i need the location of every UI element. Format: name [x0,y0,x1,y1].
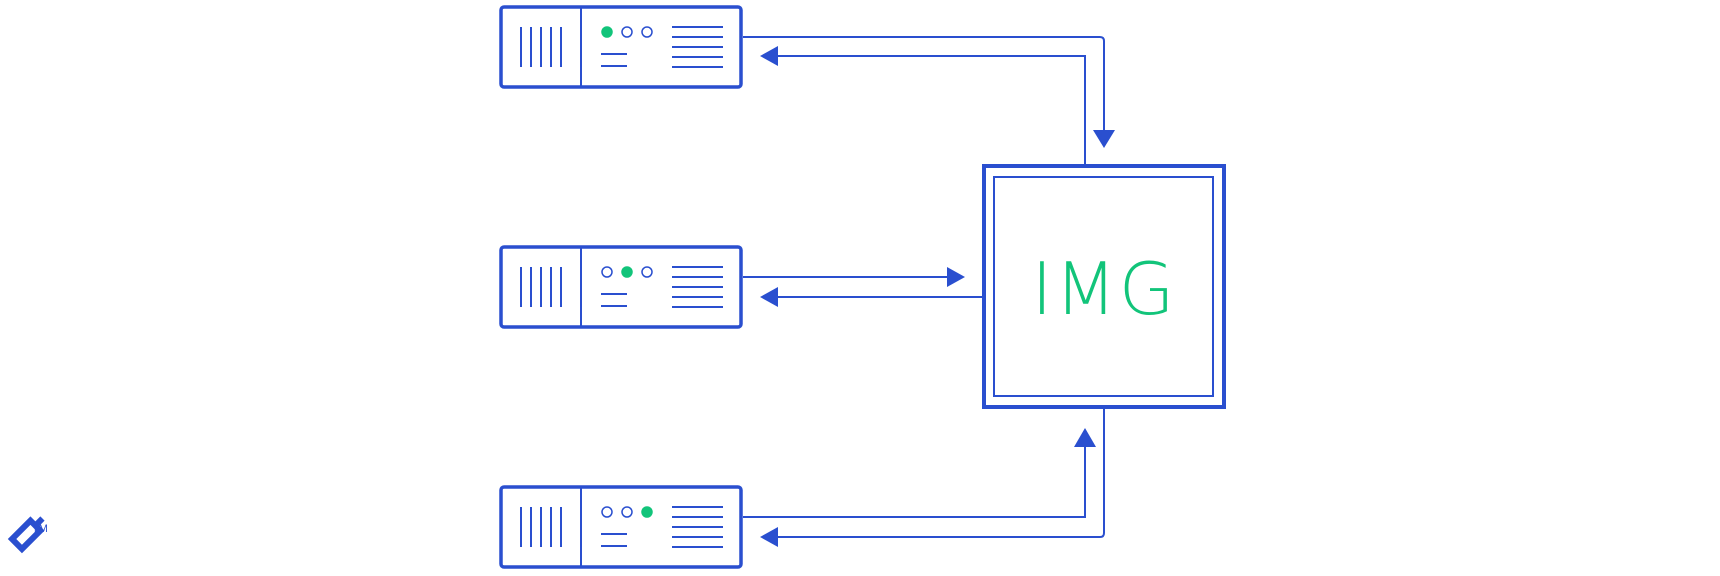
arrowhead-left [760,46,778,66]
server-1 [499,5,743,89]
connector-server-3-out [743,446,1086,518]
arrowhead-up [1074,428,1096,447]
status-led [601,506,613,518]
connector-server-3-in [770,409,1105,538]
connector-server-1-out [743,36,1105,132]
connector-server-1-in [770,55,1086,166]
status-led [621,506,633,518]
arrowhead-down [1093,130,1115,148]
status-led [641,26,653,38]
arrowhead-left [760,527,778,547]
status-led [621,266,633,278]
center-node: IMG [982,164,1226,409]
status-led [601,26,613,38]
arrowhead-left [760,287,778,307]
center-node-inner [993,176,1214,397]
server-2 [499,245,743,329]
status-led [641,506,653,518]
status-led [621,26,633,38]
server-3 [499,485,743,569]
trademark-mark: TM [32,523,48,535]
arrowhead-right [947,267,965,287]
logo: TM [7,516,48,554]
arrowheads [760,46,1115,547]
connectors [743,36,1105,538]
status-led [641,266,653,278]
status-led [601,266,613,278]
center-node-label: IMG [1031,247,1176,331]
center-node-outer [982,164,1226,409]
toptal-logo-icon [7,516,45,554]
